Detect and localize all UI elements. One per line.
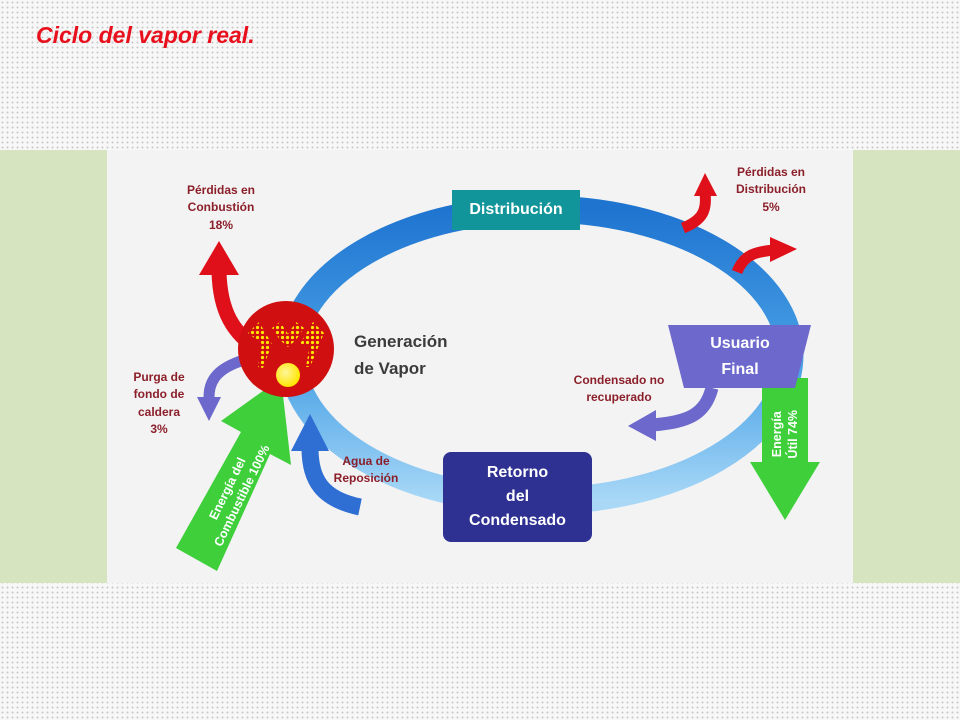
return-box	[443, 452, 592, 542]
makeup-water-arrow	[301, 447, 363, 516]
combustion-loss-arrowhead	[199, 241, 239, 275]
return-label: Retorno del Condensado	[469, 464, 566, 529]
useful-energy-arrow	[750, 378, 820, 520]
distribution-loss-arrow-2	[731, 244, 775, 275]
makeup-water-label: Agua de Reposición	[333, 454, 399, 486]
condensate-lost-arrow	[651, 386, 719, 432]
blowdown-arrowhead	[197, 397, 221, 421]
condensate-lost-arrowhead	[628, 410, 656, 441]
distribution-losses-label: Pérdidas en Distribución 5%	[735, 165, 806, 214]
end-user-box	[668, 325, 811, 388]
useful-energy-label: Energía Útil 74%	[769, 409, 800, 459]
combustion-losses-label: Pérdidas en Conbustión 18%	[186, 183, 256, 232]
blowdown-arrow	[203, 354, 246, 398]
boiler-burner-icon	[238, 301, 334, 397]
fuel-energy-arrow	[176, 378, 291, 571]
generation-label: Generación de Vapor	[354, 332, 448, 379]
distribution-loss-arrowhead-1	[694, 173, 717, 196]
distribution-label: Distribución	[469, 201, 563, 218]
condensate-lost-label: Condensado no recuperado	[573, 373, 665, 405]
makeup-water-arrowhead	[291, 414, 329, 451]
distribution-box	[452, 190, 580, 230]
distribution-loss-arrowhead-2	[770, 237, 797, 262]
end-user-label: Usuario Final	[710, 334, 770, 378]
slide-title: Ciclo del vapor real.	[36, 22, 255, 48]
flame-icon	[248, 322, 324, 368]
blowdown-label: Purga de fondo de caldera 3%	[133, 370, 185, 437]
fuel-ball-icon	[276, 363, 300, 387]
distribution-loss-arrow-1	[680, 192, 711, 234]
